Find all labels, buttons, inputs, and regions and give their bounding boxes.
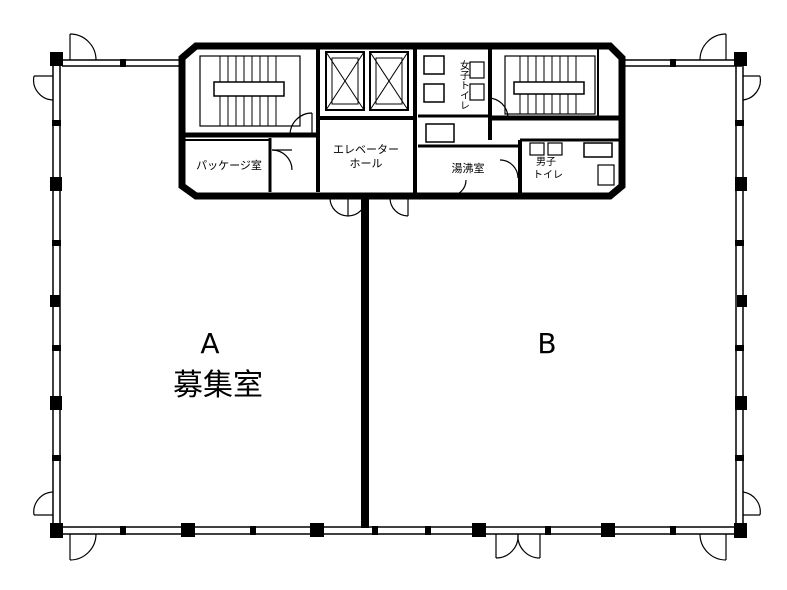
exterior-doors bbox=[33, 33, 762, 561]
unit-a-letter: A bbox=[200, 327, 219, 360]
mens-toilet-label-line2: トイレ bbox=[533, 170, 563, 181]
columns bbox=[50, 52, 747, 538]
core-doors bbox=[271, 97, 519, 217]
womens-toilet-label: 女子トイレ bbox=[458, 59, 470, 110]
outer-walls bbox=[52, 59, 744, 535]
mullions bbox=[52, 59, 744, 535]
kitchenette-label: 湯沸室 bbox=[452, 161, 485, 175]
elevator-hall-label-line2: ホール bbox=[350, 157, 383, 170]
elevator-hall-label-line1: エレベーター bbox=[333, 143, 399, 156]
unit-b-letter: B bbox=[537, 327, 556, 360]
package-room-label: パッケージ室 bbox=[196, 158, 262, 172]
core bbox=[178, 42, 626, 200]
core-internal-walls bbox=[185, 48, 620, 196]
unit-a-status: 募集室 bbox=[173, 368, 263, 403]
mens-toilet-label-line1: 男子 bbox=[536, 156, 556, 168]
demising-wall bbox=[361, 196, 369, 528]
stairs bbox=[199, 55, 596, 127]
